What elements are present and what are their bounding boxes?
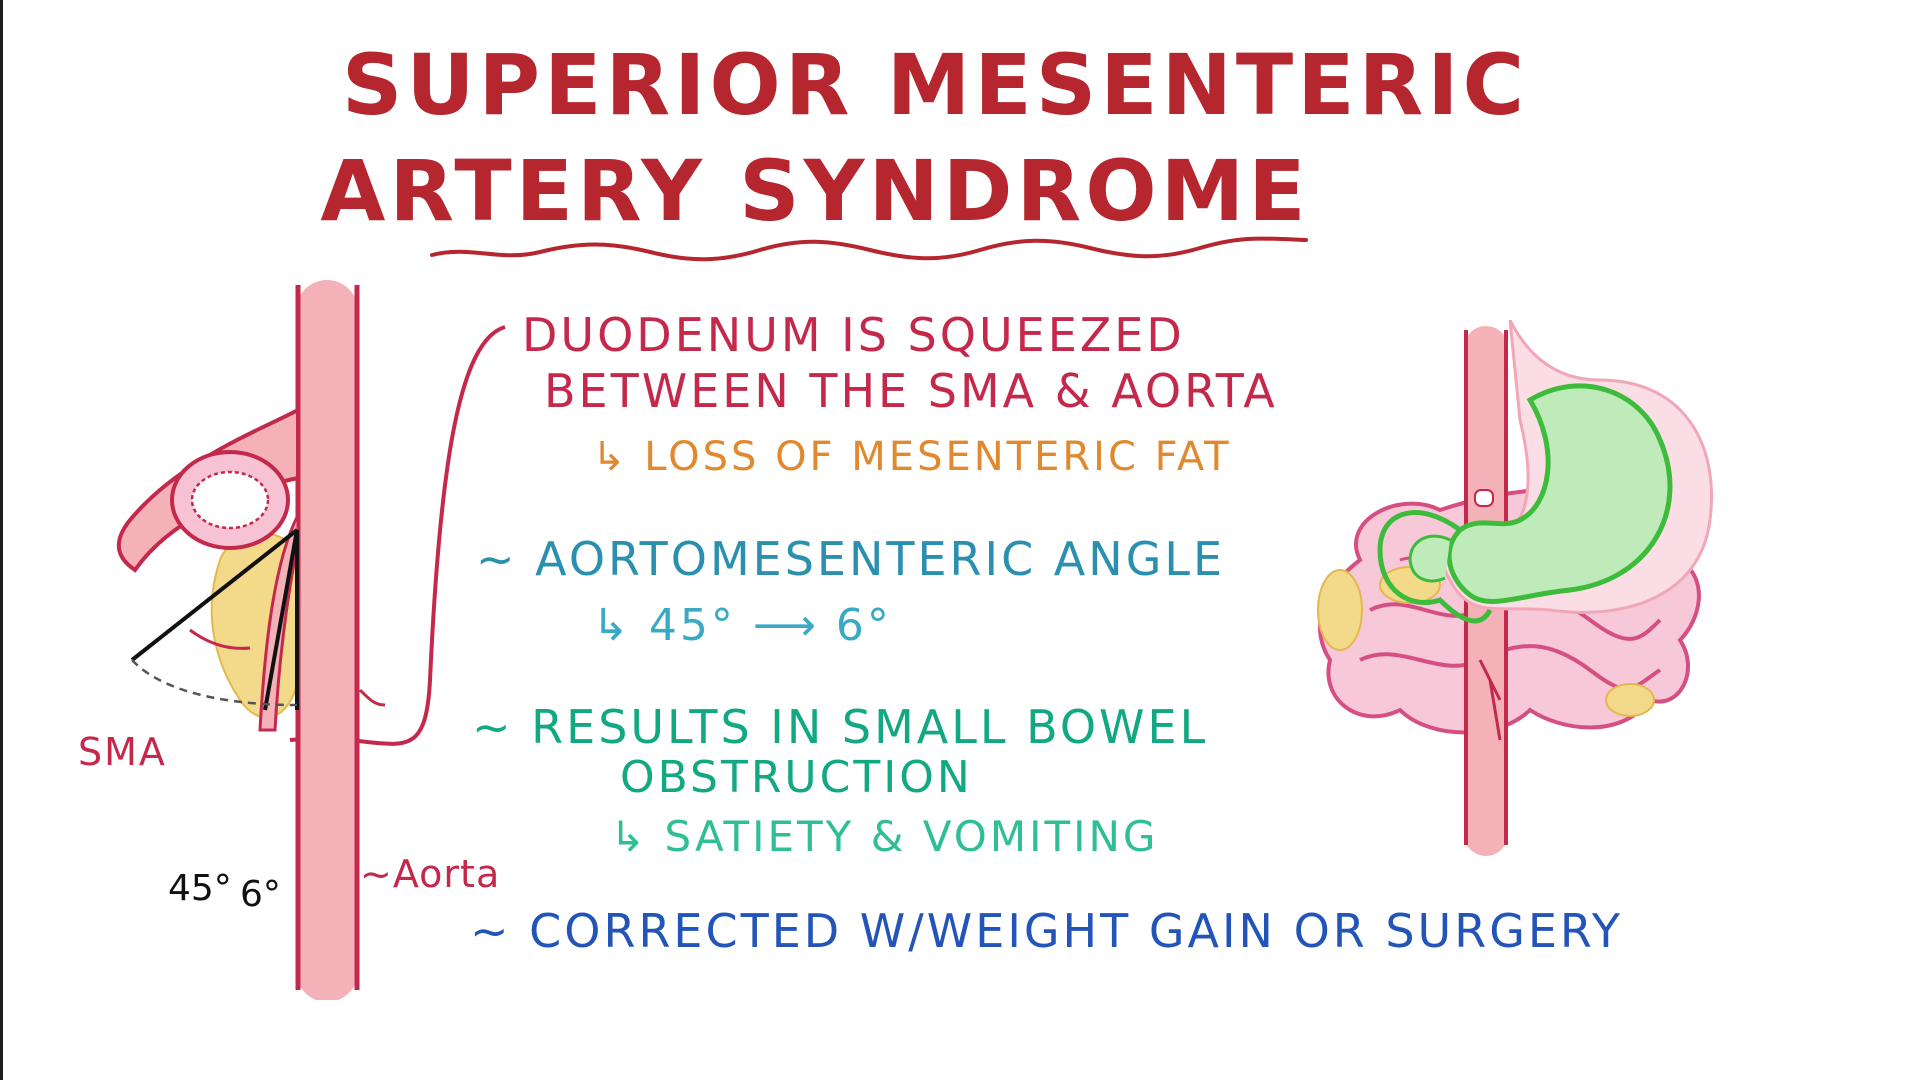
gi-illustration bbox=[1317, 320, 1713, 856]
note-angle-values: ↳ 45° ⟶ 6° bbox=[592, 600, 892, 651]
note-angle: ~ Aortomesenteric angle bbox=[476, 532, 1226, 586]
note-treatment: ~ Corrected w/weight gain or surgery bbox=[470, 904, 1624, 958]
angle-6-label: 6° bbox=[240, 874, 281, 915]
connector-line bbox=[289, 325, 506, 746]
angle-45-label: 45° bbox=[168, 868, 232, 909]
title-line-1: Superior Mesenteric bbox=[341, 36, 1529, 134]
note-duodenum-line2: between the SMA & Aorta bbox=[544, 364, 1278, 418]
aorta bbox=[296, 280, 358, 1000]
stomach bbox=[1446, 383, 1673, 604]
sma-label: SMA bbox=[78, 730, 167, 774]
note-obstruction-line2: obstruction bbox=[620, 752, 973, 803]
note-obstruction-line1: ~ Results in small bowel bbox=[472, 700, 1209, 754]
note-duodenum-line1: Duodenum is squeezed bbox=[522, 308, 1185, 362]
note-mesenteric-fat: ↳ loss of mesenteric fat bbox=[592, 434, 1232, 480]
title-line-2: Artery Syndrome bbox=[320, 142, 1310, 240]
angle-line-45deg bbox=[130, 528, 299, 662]
aorta-label: ~Aorta bbox=[360, 852, 501, 896]
duodenum bbox=[1377, 510, 1493, 624]
frame-edge bbox=[0, 0, 3, 1080]
sma-aorta-diagram bbox=[116, 280, 506, 1000]
note-satiety-vomiting: ↳ satiety & vomiting bbox=[610, 812, 1159, 861]
angle-line-6deg bbox=[263, 529, 299, 711]
